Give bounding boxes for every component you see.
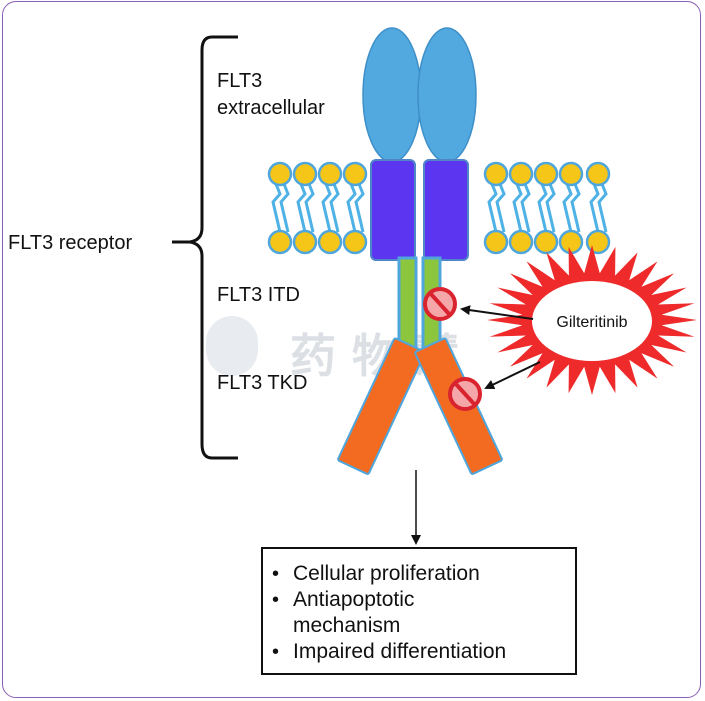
outcomes-box — [261, 547, 577, 675]
phospholipid-pair — [317, 161, 343, 255]
phospholipid-pair — [342, 161, 368, 255]
transmembrane-domain-left — [370, 159, 416, 261]
watermark-logo — [206, 316, 258, 376]
cell-membrane — [267, 161, 611, 255]
arrow-drug-to-tkd — [484, 361, 541, 390]
gilteritinib-label: Gilteritinib — [556, 314, 627, 331]
phospholipid-pair — [267, 161, 293, 255]
phospholipid-pair — [585, 161, 611, 255]
extracellular-domain-right — [417, 27, 477, 163]
phospholipid-pair — [533, 161, 559, 255]
extracellular-label-line2: extracellular — [217, 97, 325, 119]
extracellular-label-line1: FLT3 — [217, 70, 262, 92]
tkd-arm-left — [337, 337, 426, 475]
extracellular-domain-left — [362, 27, 422, 163]
outcome-item-text: Antiapoptotic — [293, 588, 414, 611]
itd-stalk-left — [397, 256, 418, 352]
phospholipid-pair — [508, 161, 534, 255]
outcome-item-text: mechanism — [293, 614, 400, 637]
arrow-drug-to-itd — [460, 305, 534, 320]
phospholipid-pair — [558, 161, 584, 255]
inhibit-icon-itd — [423, 287, 457, 321]
receptor-brace — [172, 35, 238, 460]
inhibit-icon-tkd — [448, 377, 482, 411]
transmembrane-domain-right — [423, 159, 469, 261]
outcome-item-text: Cellular proliferation — [293, 562, 480, 585]
outcome-bullet: • — [272, 641, 279, 663]
tkd-label: FLT3 TKD — [217, 372, 307, 394]
receptor-label: FLT3 receptor — [8, 232, 132, 254]
outcome-bullet: • — [272, 589, 279, 611]
phospholipid-pair — [483, 161, 509, 255]
outcome-bullet: • — [272, 563, 279, 585]
gilteritinib-burst-center — [532, 281, 652, 361]
outcomes-list: • Cellular proliferation • Antiapoptotic mec… — [272, 562, 506, 663]
itd-label: FLT3 ITD — [217, 284, 300, 306]
phospholipid-pair — [292, 161, 318, 255]
outcome-item-text: Impaired differentiation — [293, 640, 506, 663]
